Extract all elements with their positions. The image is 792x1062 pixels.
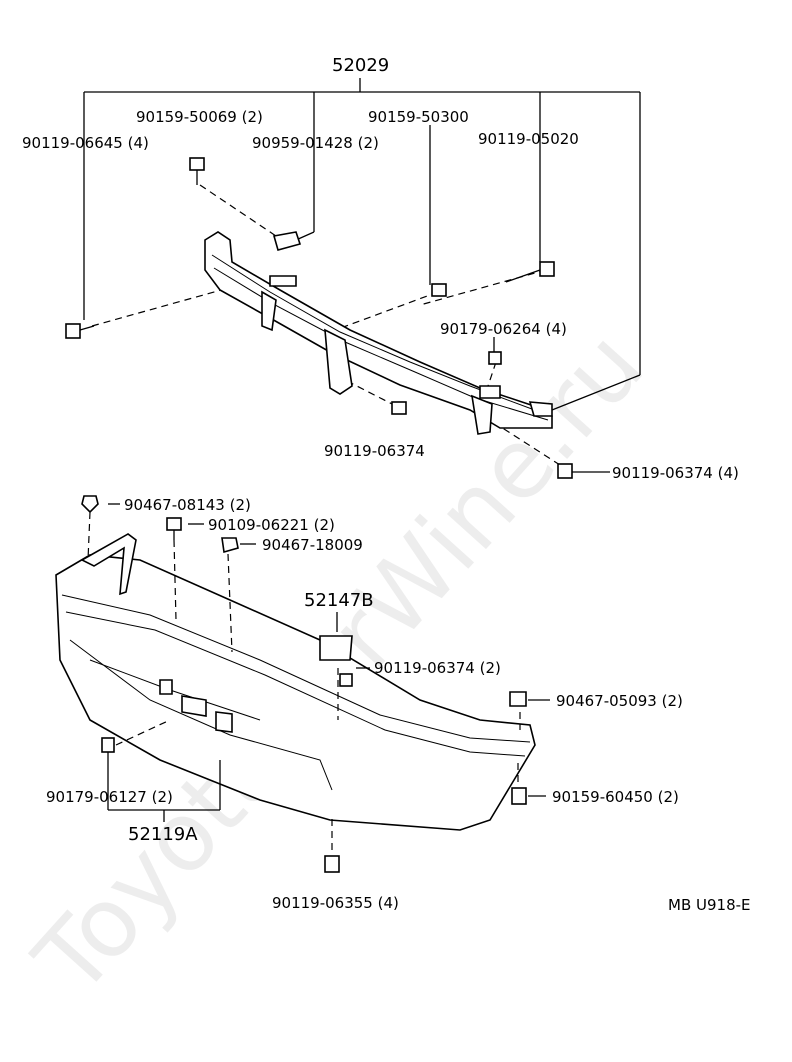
group-label-retainer: 52147B bbox=[304, 590, 374, 611]
bolt-icon bbox=[557, 463, 573, 479]
part-label-2: 90119-06645 (4) bbox=[22, 134, 149, 152]
nut-icon bbox=[101, 737, 115, 753]
group-label-bumper-cover: 52119A bbox=[128, 824, 198, 845]
bolt-icon bbox=[391, 401, 407, 415]
bolt-icon bbox=[65, 323, 81, 339]
bolt-icon bbox=[511, 787, 527, 805]
retainer-icon bbox=[319, 635, 353, 661]
bumper-cover bbox=[55, 533, 536, 831]
bolt-icon bbox=[166, 517, 182, 531]
clip-icon bbox=[81, 495, 99, 514]
part-label-4: 90159-50300 bbox=[368, 108, 469, 126]
bolt-icon bbox=[339, 673, 353, 687]
nut-icon bbox=[509, 691, 527, 707]
fasteners-top bbox=[65, 157, 610, 479]
bumper-dashed-lines bbox=[87, 511, 521, 850]
part-label-8: 90119-06374 (4) bbox=[612, 464, 739, 482]
bumper-reinforcement bbox=[204, 231, 553, 435]
part-label-11: 90467-18009 bbox=[262, 536, 363, 554]
part-label-12: 90119-06374 (2) bbox=[374, 659, 501, 677]
part-label-3: 90959-01428 (2) bbox=[252, 134, 379, 152]
part-label-15: 90159-60450 (2) bbox=[552, 788, 679, 806]
bolt-icon bbox=[539, 261, 555, 277]
part-label-16: 90119-06355 (4) bbox=[272, 894, 399, 912]
bolt-icon bbox=[431, 283, 447, 297]
part-label-5: 90119-05020 bbox=[478, 130, 579, 148]
part-label-1: 90159-50069 (2) bbox=[136, 108, 263, 126]
bolt-icon bbox=[324, 855, 340, 873]
reinforcement-leaders bbox=[83, 78, 641, 411]
part-label-7: 90119-06374 bbox=[324, 442, 425, 460]
part-label-9: 90467-08143 (2) bbox=[124, 496, 251, 514]
part-label-10: 90109-06221 (2) bbox=[208, 516, 335, 534]
part-label-6: 90179-06264 (4) bbox=[440, 320, 567, 338]
bolt-icon bbox=[189, 157, 205, 171]
part-label-14: 90179-06127 (2) bbox=[46, 788, 173, 806]
nut-icon bbox=[488, 351, 502, 365]
clip-icon bbox=[221, 537, 239, 554]
bumper-leaders bbox=[107, 503, 550, 822]
group-label-reinforcement: 52029 bbox=[332, 55, 389, 76]
fasteners-bumper bbox=[81, 495, 527, 873]
diagram-code: MB U918-E bbox=[668, 896, 751, 914]
part-label-13: 90467-05093 (2) bbox=[556, 692, 683, 710]
